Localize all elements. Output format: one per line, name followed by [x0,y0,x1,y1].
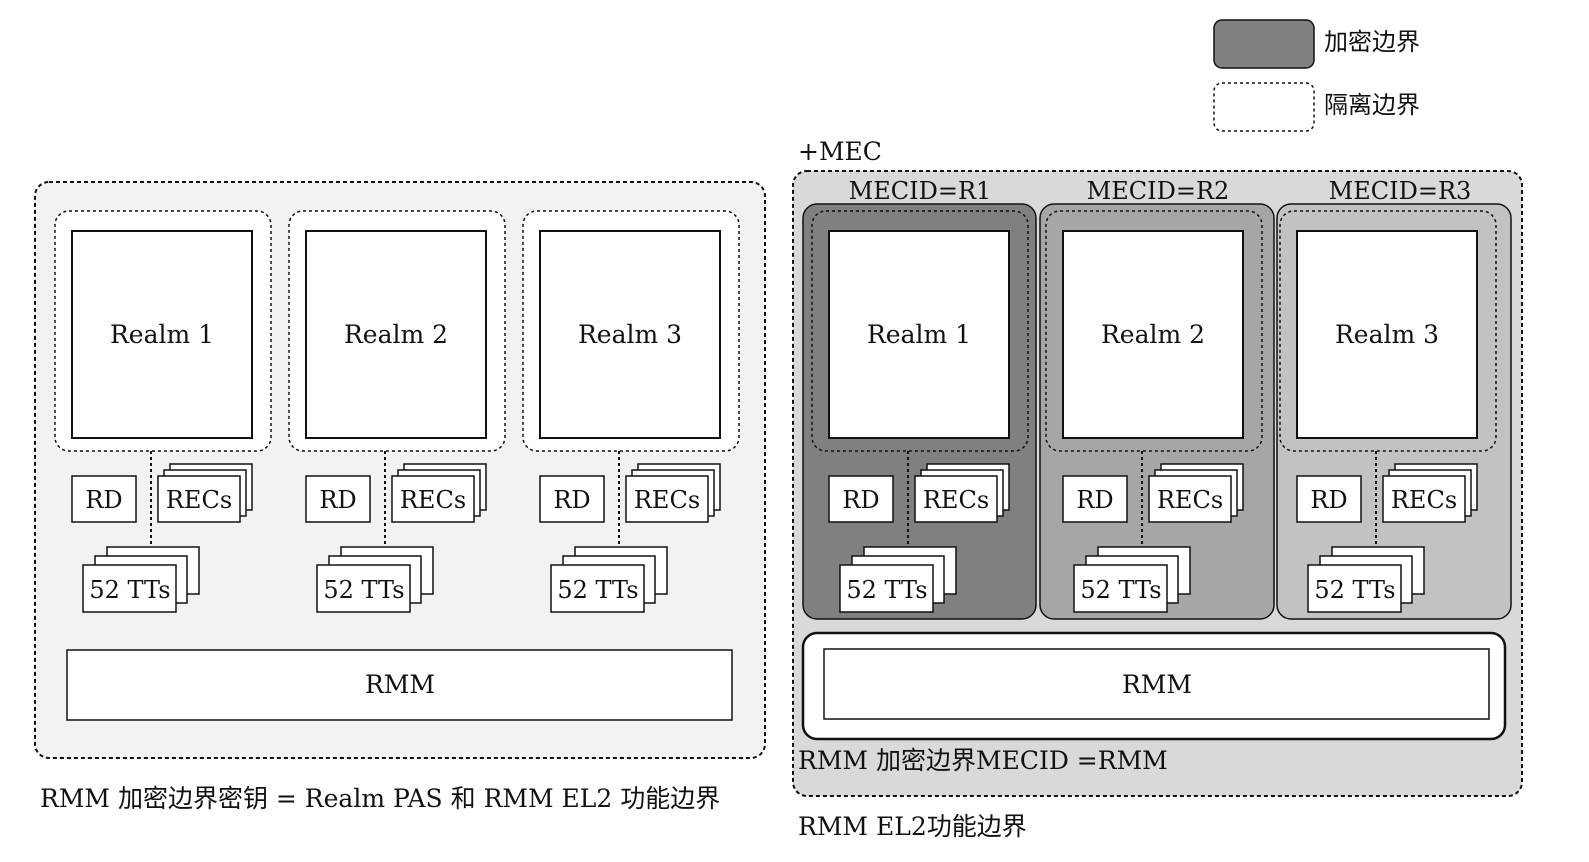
recs-stack: RECs [625,463,721,523]
rd-label: RD [1076,486,1113,514]
rd-box [539,475,605,523]
realm-label: Realm 2 [1101,320,1205,349]
tts-label: 52 TTs [846,576,927,604]
realm-box [71,230,253,439]
rd-label: RD [85,486,122,514]
recs-stack: RECs [1148,463,1244,523]
recs-stack: RECs [1382,463,1478,523]
tts-label: 52 TTs [89,576,170,604]
rd-box [1296,475,1362,523]
recs-stack: RECs [157,463,253,523]
legend-encryption-swatch [1213,19,1315,69]
rd-label: RD [1310,486,1347,514]
realm-box [828,230,1010,439]
recs-label: RECs [923,486,989,514]
tts-stack: 52 TTs [82,546,200,613]
recs-stack: RECs [391,463,487,523]
left-panel-caption: RMM 加密边界密钥 = Realm PAS 和 RMM EL2 功能边界 [40,784,720,813]
right-realm-3: Realm 3 RD RECs 52 TTs [1276,203,1512,620]
tts-label: 52 TTs [1314,576,1395,604]
realm-label: Realm 2 [344,320,448,349]
realm-box [305,230,487,439]
tts-stack: 52 TTs [839,546,957,613]
realm-label: Realm 1 [867,320,971,349]
realm-label: Realm 3 [578,320,682,349]
realm-label: Realm 3 [1335,320,1439,349]
left-rmm-label: RMM [365,670,435,699]
tts-stack: 52 TTs [316,546,434,613]
recs-label: RECs [166,486,232,514]
tts-stack: 52 TTs [1307,546,1425,613]
mec-label: +MEC [798,137,882,166]
left-realm-1: Realm 1 RD RECs 52 TTs [54,210,272,613]
right-panel: MECID=R1 MECID=R2 MECID=R3 Realm 1 RD RE… [792,170,1523,797]
tts-label: 52 TTs [323,576,404,604]
left-panel: Realm 1 RD RECs 52 TTs Realm 2 [34,181,766,759]
left-realm-2: Realm 2 RD RECs 52 TTs [288,210,506,613]
mecid-label-r1: MECID=R1 [849,177,992,205]
recs-label: RECs [1157,486,1223,514]
tts-label: 52 TTs [557,576,638,604]
left-rmm-box [66,649,733,721]
legend-isolation-swatch [1213,82,1315,132]
right-rmm-box [823,648,1490,720]
realm-box [539,230,721,439]
realm-label: Realm 1 [110,320,214,349]
rd-box [71,475,137,523]
legend-encryption-label: 加密边界 [1324,28,1420,56]
rd-box [305,475,371,523]
right-realm-2: Realm 2 RD RECs 52 TTs [1039,203,1275,620]
rd-label: RD [553,486,590,514]
recs-label: RECs [400,486,466,514]
tts-stack: 52 TTs [1073,546,1191,613]
realm-box [1062,230,1244,439]
recs-label: RECs [1391,486,1457,514]
legend-isolation-label: 隔离边界 [1324,91,1420,119]
rd-label: RD [319,486,356,514]
right-rmm-label: RMM [1122,670,1192,699]
recs-label: RECs [634,486,700,514]
tts-label: 52 TTs [1080,576,1161,604]
mecid-label-r2: MECID=R2 [1087,177,1230,205]
right-rmm-caption: RMM 加密边界MECID =RMM [798,746,1168,775]
mecid-label-r3: MECID=R3 [1329,177,1472,205]
rd-label: RD [842,486,879,514]
recs-stack: RECs [914,463,1010,523]
rd-box [1062,475,1128,523]
tts-stack: 52 TTs [550,546,668,613]
legend: 加密边界 隔离边界 [1213,19,1420,132]
right-panel-caption: RMM EL2功能边界 [798,812,1027,841]
rd-box [828,475,894,523]
right-realm-1: Realm 1 RD RECs 52 TTs [802,203,1037,620]
left-realm-3: Realm 3 RD RECs 52 TTs [522,210,740,613]
realm-box [1296,230,1478,439]
